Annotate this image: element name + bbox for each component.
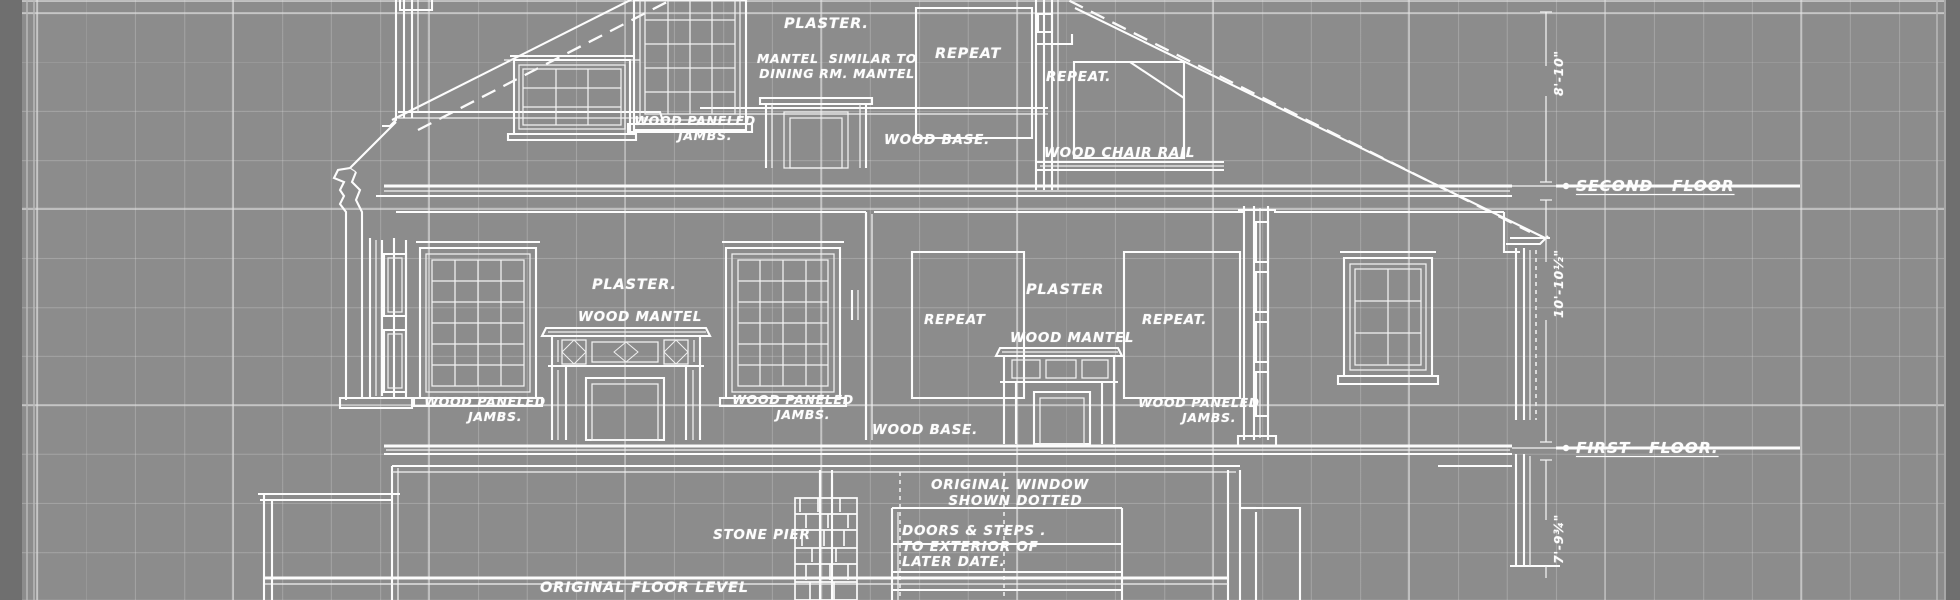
note-doors-steps: DOORS & STEPS . TO EXTERIOR OF LATER DAT…	[902, 523, 1047, 571]
note-original-floor-level: ORIGINAL FLOOR LEVEL	[540, 580, 749, 596]
main-mantel-right	[996, 348, 1122, 444]
note-wood-base-upper: WOOD BASE.	[884, 132, 990, 148]
main-mantel-left	[542, 328, 710, 440]
note-plaster-upper: PLASTER.	[784, 16, 869, 32]
note-mantel-similar: MANTEL SIMILAR TO DINING RM. MANTEL	[756, 51, 918, 81]
dim-upper-story-height: 8'-10"	[1551, 50, 1566, 96]
sheet-left-margin	[0, 0, 22, 600]
note-wood-base-mid: WOOD BASE.	[872, 422, 978, 438]
dim-main-story-height: 10'-10½"	[1551, 249, 1566, 318]
sheet-left-border-line-2	[33, 0, 35, 600]
upper-window-left	[504, 56, 640, 140]
basement-zone	[258, 454, 1560, 600]
note-plaster-mid-left: PLASTER.	[592, 277, 677, 293]
main-floor-elevation	[384, 206, 1550, 454]
roof-slope-lines	[392, 0, 1545, 238]
note-repeat-mid-1: REPEAT	[924, 312, 986, 328]
sheet-left-border-line	[26, 0, 28, 600]
note-wood-chair-rail: WOOD CHAIR RAIL	[1044, 145, 1196, 161]
label-first-floor: FIRST FLOOR.	[1576, 439, 1719, 457]
note-wood-mantel-left: WOOD MANTEL	[578, 309, 703, 325]
upper-right-group	[1036, 0, 1224, 190]
main-window-1	[414, 242, 542, 406]
left-cornice-return	[334, 122, 396, 238]
upper-window-tall	[628, 0, 752, 132]
label-second-floor: SECOND FLOOR	[1576, 177, 1735, 195]
note-wood-mantel-right: WOOD MANTEL	[1010, 330, 1135, 346]
stone-pier-masonry	[795, 498, 857, 600]
note-original-window: ORIGINAL WINDOW SHOWN DOTTED	[931, 477, 1089, 509]
upper-floor-elevation	[376, 0, 1512, 196]
sheet-right-border-line	[1936, 0, 1938, 600]
main-repeat-panel-1	[912, 252, 1024, 398]
note-wood-paneled-jambs-mid-1: WOOD PANELED JAMBS.	[424, 394, 546, 424]
sheet-right-margin	[1944, 0, 1960, 600]
note-repeat-mid-2: REPEAT.	[1142, 312, 1208, 328]
note-repeat-upper-1: REPEAT	[935, 46, 1002, 62]
main-window-2	[720, 242, 846, 406]
main-window-right	[1338, 252, 1438, 384]
upper-repeat-panel-1	[916, 8, 1032, 138]
note-wood-paneled-jambs-mid-3: WOOD PANELED JAMBS.	[1138, 395, 1260, 425]
upper-mantel	[760, 98, 872, 168]
right-wall-return	[1274, 212, 1550, 420]
left-paneled-pilaster	[340, 236, 412, 408]
floor-line-leaders	[1556, 182, 1800, 452]
interior-wall-break	[852, 212, 872, 440]
note-stone-pier: STONE PIER	[713, 527, 811, 543]
note-wood-paneled-jambs-mid-2: WOOD PANELED JAMBS.	[732, 392, 854, 422]
note-repeat-upper-2: REPEAT.	[1046, 69, 1112, 85]
dim-basement-height: 7'-9¾"	[1551, 514, 1566, 564]
main-repeat-panel-2	[1124, 252, 1240, 398]
note-plaster-mid-right: PLASTER	[1026, 282, 1105, 298]
sheet-right-border-line-2	[1944, 0, 1946, 600]
note-wood-paneled-jambs-upper: WOOD PANELED JAMBS.	[634, 113, 756, 143]
